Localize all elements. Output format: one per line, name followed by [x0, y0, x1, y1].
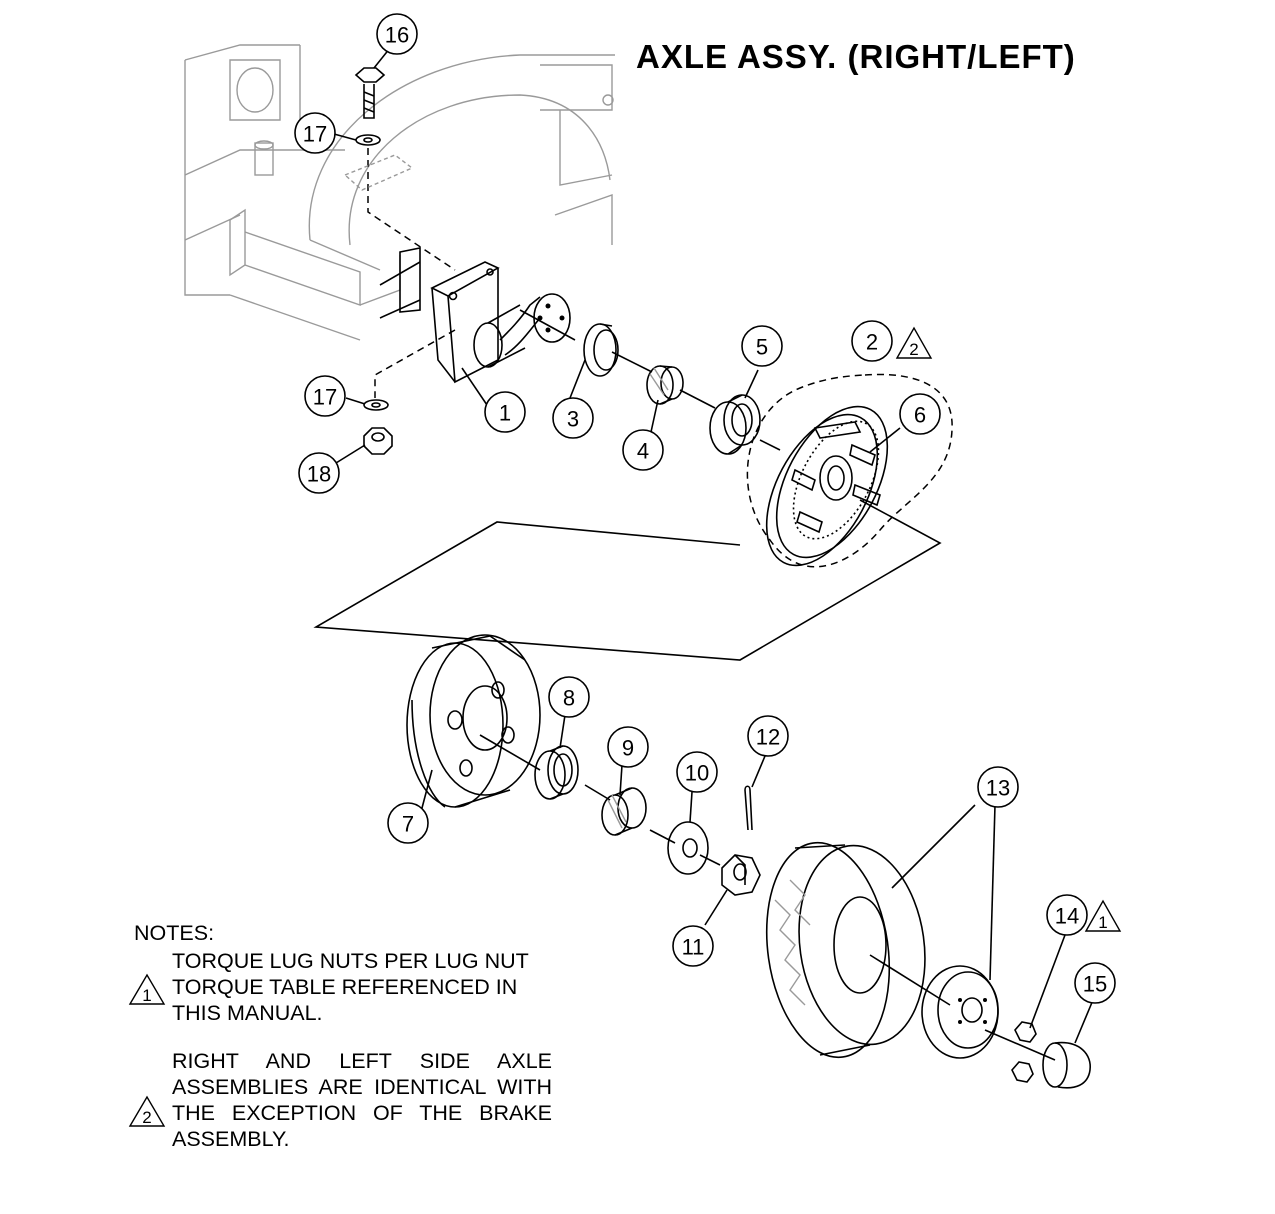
- callout-circle: [548, 676, 590, 718]
- callout-15: 15: [1074, 962, 1116, 1004]
- callout-13: 13: [977, 766, 1019, 808]
- warning-triangle-icon: 1: [1084, 899, 1122, 932]
- callout-circle: [552, 397, 594, 439]
- callout-number: 5: [756, 335, 768, 360]
- callout-number: 8: [563, 686, 575, 711]
- note-1-warning-icon: 1: [128, 973, 166, 1005]
- callout-circle: [607, 726, 649, 768]
- callout-10: 10: [676, 751, 718, 793]
- callout-number: 1: [499, 401, 511, 426]
- trailer-frame-background: [184, 44, 615, 341]
- warning-mark-number: 2: [909, 340, 918, 359]
- brake-drum-part: [406, 634, 541, 808]
- callout-circle: [851, 320, 893, 362]
- bolt-washer-nut-parts: [343, 67, 456, 455]
- callout-circle: [899, 393, 941, 435]
- callout-number: 16: [385, 23, 409, 48]
- outer-bearing-part: [601, 787, 647, 836]
- tire-wheel-part: [765, 841, 999, 1059]
- callout-number: 6: [914, 403, 926, 428]
- callout-12: 12: [747, 715, 789, 757]
- cotter-pin-part: [744, 785, 753, 831]
- castle-nut-part: [721, 854, 761, 896]
- note-1-mark-number: 1: [142, 986, 151, 1005]
- callout-9: 9: [607, 726, 649, 768]
- axis-centerlines: [313, 309, 1056, 1061]
- callout-circle: [484, 391, 526, 433]
- brake-assembly: [746, 373, 953, 568]
- leader-lines: [333, 47, 1094, 1044]
- callout-14: 14: [1046, 894, 1088, 936]
- bearing-cup-part: [709, 394, 761, 455]
- callout-circle: [294, 112, 336, 154]
- callout-4: 4: [622, 429, 664, 471]
- callout-number: 3: [567, 407, 579, 432]
- note-1-text: TORQUE LUG NUTS PER LUG NUT TORQUE TABLE…: [172, 949, 529, 1025]
- warning-triangle-icon: 2: [895, 326, 933, 359]
- callout-3: 3: [552, 397, 594, 439]
- callout-circle: [1074, 962, 1116, 1004]
- callout-5: 5: [741, 325, 783, 367]
- callout-number: 7: [402, 812, 414, 837]
- warning-mark-number: 1: [1098, 913, 1107, 932]
- callout-18: 18: [298, 452, 340, 494]
- callout-number: 18: [307, 462, 331, 487]
- callout-number: 2: [866, 330, 878, 355]
- callout-circle: [304, 375, 346, 417]
- seal-part: [583, 323, 619, 377]
- washer-part: [667, 821, 709, 875]
- note-2-text: RIGHT AND LEFT SIDE AXLE ASSEMBLIES ARE …: [172, 1049, 552, 1151]
- callout-number: 17: [303, 122, 327, 147]
- callout-circle: [977, 766, 1019, 808]
- callout-number: 12: [756, 725, 780, 750]
- callout-number: 10: [685, 761, 709, 786]
- callout-circle: [298, 452, 340, 494]
- note-2-warning-icon: 2: [128, 1095, 166, 1127]
- callout-circle: [747, 715, 789, 757]
- warning-mark-group: 21: [895, 326, 1122, 932]
- outer-bearing-cup-part: [534, 745, 579, 800]
- callout-7: 7: [387, 802, 429, 844]
- hub-cap-part: [1042, 1041, 1091, 1089]
- callout-circle: [622, 429, 664, 471]
- axle-bracket: [379, 247, 571, 384]
- callout-number: 14: [1055, 904, 1079, 929]
- callout-circle: [741, 325, 783, 367]
- callout-circle: [376, 13, 418, 55]
- callout-6: 6: [899, 393, 941, 435]
- callout-11: 11: [672, 925, 714, 967]
- callout-16: 16: [376, 13, 418, 55]
- callout-number: 11: [682, 935, 705, 960]
- callout-17: 17: [304, 375, 346, 417]
- callout-circle: [387, 802, 429, 844]
- inner-bearing-part: [646, 365, 684, 405]
- diagram-title: AXLE ASSY. (RIGHT/LEFT): [636, 38, 1076, 75]
- callout-number: 15: [1083, 972, 1107, 997]
- callout-1: 1: [484, 391, 526, 433]
- callout-circle: [676, 751, 718, 793]
- callout-circle: [672, 925, 714, 967]
- callout-circle: [1046, 894, 1088, 936]
- lug-nuts-part: [1011, 1021, 1037, 1083]
- callout-number: 9: [622, 736, 634, 761]
- callout-number: 4: [637, 439, 649, 464]
- callout-2: 2: [851, 320, 893, 362]
- callout-number: 17: [313, 385, 337, 410]
- callout-8: 8: [548, 676, 590, 718]
- note-2-mark-number: 2: [142, 1108, 151, 1127]
- callout-17: 17: [294, 112, 336, 154]
- notes-header: NOTES:: [134, 921, 215, 945]
- callout-number: 13: [986, 776, 1010, 801]
